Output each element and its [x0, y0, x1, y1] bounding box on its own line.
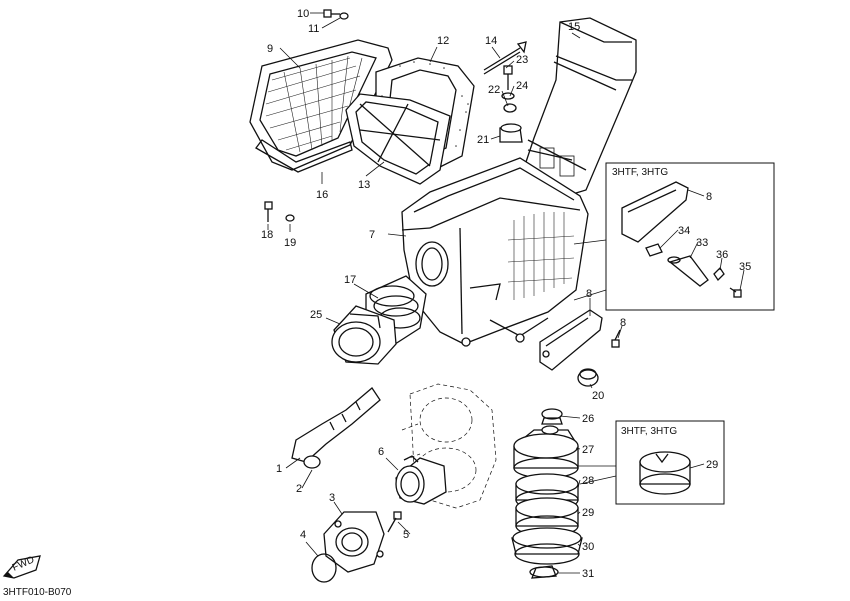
callout-5: 5: [403, 529, 409, 541]
callout-16: 15: [568, 21, 580, 33]
callout-numbers: 10 11 9 12 14 15 23 24 22 21 16 13 7 18 …: [261, 8, 751, 580]
callout-6: 6: [378, 446, 384, 458]
callout-15: 14: [485, 35, 497, 47]
callout-3: 3: [329, 492, 335, 504]
callout-28: 27: [582, 444, 594, 456]
part-3-manifold: [323, 511, 385, 573]
callout-18: 17: [344, 274, 356, 286]
callout-29-inset: 29: [706, 459, 718, 471]
part-1-2-hose: [291, 387, 381, 469]
callout-27: 26: [582, 413, 594, 425]
callout-20: 19: [284, 237, 296, 249]
part-6-joint: [395, 455, 447, 505]
part-15-strap: [483, 41, 527, 75]
callout-8-main: 8: [586, 288, 592, 300]
part-9-screw: [611, 329, 621, 348]
callout-33: 33: [696, 237, 708, 249]
inset-bottom-title: 3HTF, 3HTG: [621, 426, 677, 437]
callout-35: 35: [739, 261, 751, 273]
inset-top-title: 3HTF, 3HTG: [612, 167, 668, 178]
inset-bottom-box: [578, 420, 725, 505]
callout-25: 24: [516, 80, 528, 92]
callout-17: 16: [316, 189, 328, 201]
callout-22: 21: [477, 134, 489, 146]
callout-31: 30: [582, 541, 594, 553]
diagram-code: 3HTF010-B070: [3, 587, 72, 598]
callout-9: 8: [620, 317, 626, 329]
callout-30: 29: [582, 507, 594, 519]
part-5-bolt: [387, 511, 402, 533]
inset-top-box: [573, 162, 775, 311]
part-17-gasket: [255, 139, 353, 173]
leader-lines: [267, 12, 745, 574]
callout-24: 23: [516, 54, 528, 66]
callout-8-inset: 8: [706, 191, 712, 203]
callout-34: 34: [678, 225, 690, 237]
callout-23: 22: [488, 84, 500, 96]
callout-19: 18: [261, 229, 273, 241]
callout-32: 31: [582, 568, 594, 580]
parts-22-25-hardware: [499, 65, 523, 143]
part-7-case: [401, 157, 589, 347]
callout-21: 20: [592, 390, 604, 402]
callout-26: 25: [310, 309, 322, 321]
part-21-grommet: [577, 368, 599, 387]
callout-7: 7: [369, 229, 375, 241]
callout-12: 11: [308, 23, 319, 35]
part-26-joint: [331, 305, 397, 365]
callout-29-main: 28: [582, 475, 594, 487]
part-10-cover: [249, 39, 393, 171]
callout-1: 1: [276, 463, 282, 475]
part-4-o-ring: [311, 553, 337, 583]
parts-11-12-screw: [323, 9, 349, 20]
callout-36: 36: [716, 249, 728, 261]
callout-2: 2: [296, 483, 302, 495]
part-8-cover-main: [539, 309, 603, 371]
carburetor-phantom: [401, 383, 497, 509]
fwd-arrow: FWD: [2, 554, 41, 579]
callout-10: 9: [267, 43, 273, 55]
callout-11: 10: [297, 8, 309, 20]
callout-14: 13: [358, 179, 370, 191]
part-14-frame: [345, 93, 451, 185]
right-column-parts: [511, 408, 583, 579]
callout-4: 4: [300, 529, 306, 541]
parts-19-20-screw: [264, 201, 295, 222]
callout-13: 12: [437, 35, 449, 47]
part-16-duct: [523, 17, 637, 197]
